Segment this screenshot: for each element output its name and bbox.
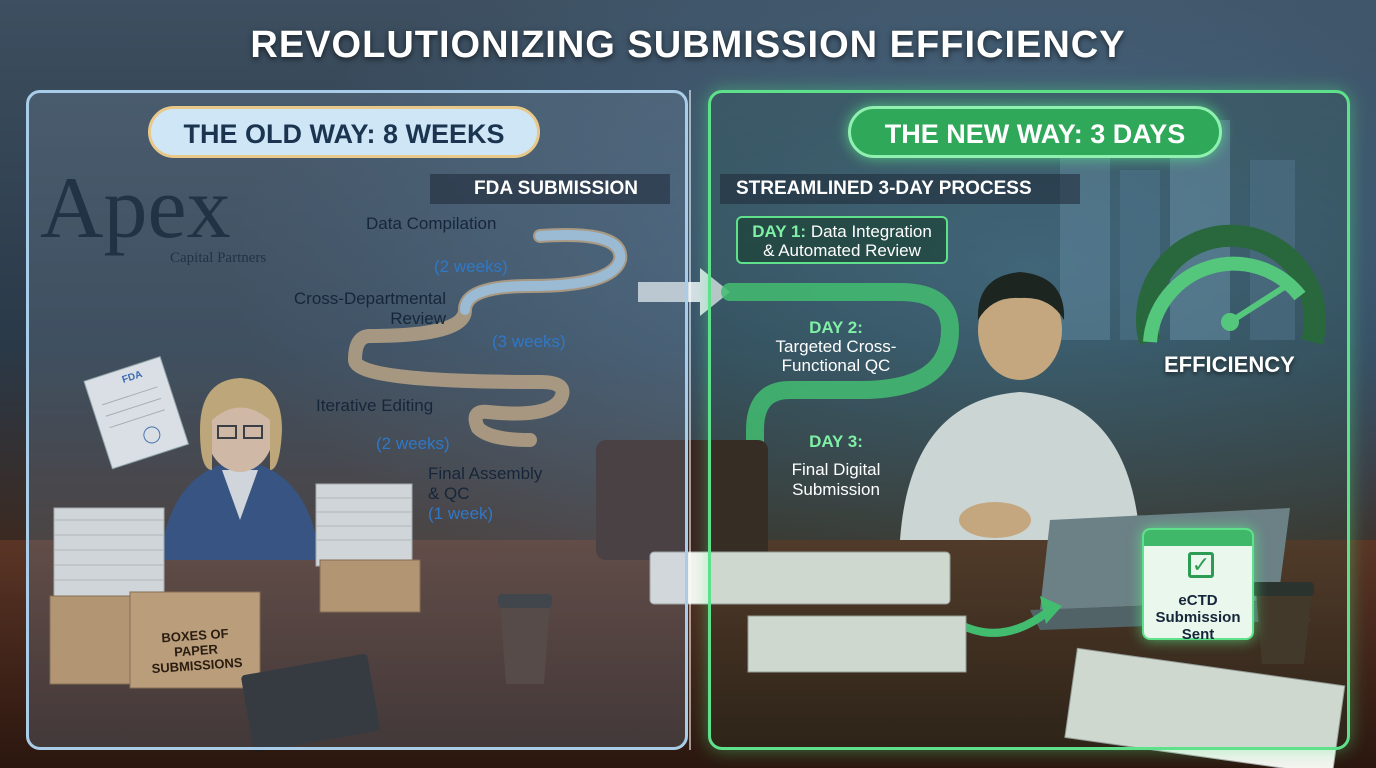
old-step-4-duration: (1 week)	[428, 504, 494, 523]
smiling-man-illustration	[900, 272, 1140, 540]
report-sheet	[1064, 647, 1346, 768]
new-step-2-day: DAY 2:	[809, 318, 863, 337]
stressed-woman-illustration	[160, 378, 320, 560]
old-step-2-label: Cross-Departmental Review	[262, 289, 446, 329]
new-step-1-label: DAY 1: Data Integration & Automated Revi…	[736, 222, 948, 260]
paper-stack-right	[315, 483, 413, 567]
old-step-4-label-line1: Final Assembly	[428, 464, 543, 483]
new-way-heading: STREAMLINED 3-DAY PROCESS	[720, 174, 1080, 204]
efficiency-label: EFFICIENCY	[1164, 352, 1295, 377]
old-way-badge: THE OLD WAY: 8 WEEKS	[148, 106, 540, 158]
new-step-3-label: DAY 3: Final Digital Submission	[766, 432, 906, 500]
new-step-3-line1: Final Digital	[791, 460, 881, 479]
boxes-label: BOXES OF PAPER SUBMISSIONS	[139, 624, 254, 677]
old-step-1-duration: (2 weeks)	[434, 257, 508, 276]
new-step-1-text: Data Integration	[810, 222, 932, 241]
paper-sheet	[747, 615, 967, 673]
arrow-icon	[638, 268, 730, 316]
old-step-2-label-line2: Review	[390, 309, 446, 328]
new-step-1-line1: DAY 1: Data Integration	[736, 222, 948, 241]
new-process-path	[721, 283, 960, 529]
old-step-3-label: Iterative Editing	[316, 396, 434, 415]
binder	[649, 551, 951, 605]
new-step-1-day: DAY 1:	[752, 222, 807, 241]
ectd-submission-card: ✓ eCTD Submission Sent	[1142, 528, 1254, 643]
coffee-cup-icon	[498, 594, 552, 684]
ectd-line3: Sent	[1181, 626, 1215, 643]
new-step-2-line1: Targeted Cross-	[775, 337, 897, 356]
old-step-4-label: Final Assembly & QC (1 week)	[428, 464, 542, 524]
ectd-line2: Submission	[1155, 609, 1241, 626]
office-chair	[596, 440, 768, 560]
notebook	[241, 654, 380, 752]
old-step-2-duration: (3 weeks)	[492, 332, 566, 351]
apex-logo: Apex	[40, 160, 231, 257]
ectd-line1: eCTD	[1178, 592, 1218, 609]
center-divider	[689, 90, 691, 750]
cardboard-boxes	[49, 559, 421, 689]
old-way-heading: FDA SUBMISSION	[430, 174, 670, 204]
paper-stack-left	[53, 507, 165, 599]
new-step-1-line2: & Automated Review	[763, 241, 921, 260]
ectd-window-bar	[1144, 530, 1252, 546]
new-step-2-line2: Functional QC	[781, 356, 891, 375]
old-step-2-label-line1: Cross-Departmental	[293, 289, 446, 308]
day-1-box	[736, 216, 948, 264]
old-step-3-duration: (2 weeks)	[376, 434, 450, 453]
page-title: REVOLUTIONIZING SUBMISSION EFFICIENCY	[250, 24, 1126, 66]
checkbox-icon: ✓	[1188, 552, 1214, 578]
apex-logo-tagline: Capital Partners	[170, 250, 267, 266]
old-step-4-label-line2: & QC	[428, 484, 470, 503]
coffee-cup-icon-2	[1252, 582, 1314, 664]
gauge-icon	[1136, 224, 1326, 345]
new-step-3-day: DAY 3:	[809, 432, 863, 451]
paper-document-icon	[83, 355, 190, 470]
new-step-3-line2: Submission	[792, 480, 880, 499]
new-step-2-label: DAY 2: Targeted Cross- Functional QC	[758, 318, 914, 375]
ectd-text: eCTD Submission Sent	[1144, 592, 1252, 643]
old-step-1-label: Data Compilation	[366, 214, 497, 233]
new-way-badge: THE NEW WAY: 3 DAYS	[848, 106, 1222, 158]
